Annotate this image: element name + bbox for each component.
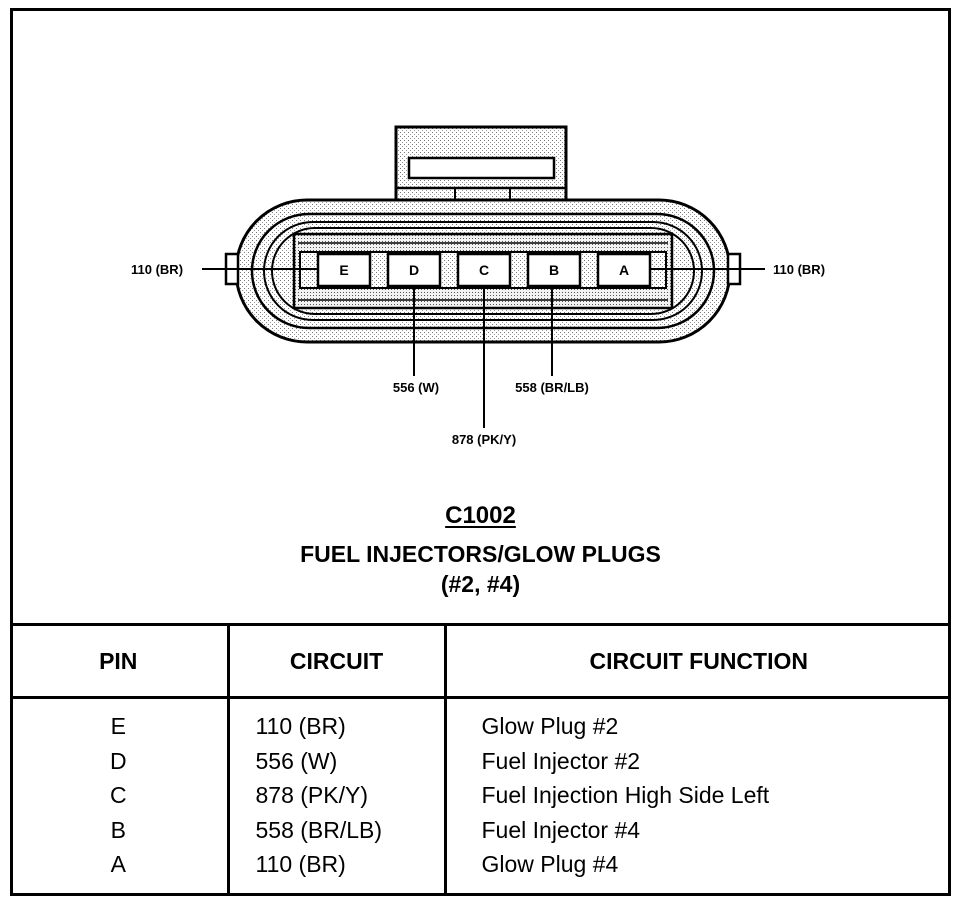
- pin-table-header: PIN CIRCUIT CIRCUIT FUNCTION: [10, 623, 951, 699]
- table-row-circuit: 556 (W): [255, 747, 338, 774]
- connector-id: C1002: [445, 502, 516, 529]
- table-row-function: Fuel Injector #4: [481, 816, 641, 843]
- wire-label-pin-b: 558 (BR/LB): [515, 380, 589, 395]
- pin-column: E D C B A: [10, 698, 228, 897]
- cavity-row: E D C B A: [299, 251, 667, 289]
- table-row-function: Glow Plug #4: [481, 851, 619, 877]
- pin-table-body: E D C B A 110 (BR) 556 (W) 878 (PK/Y) 55…: [10, 697, 951, 897]
- cavity-a: [596, 252, 652, 288]
- header-circuit-function: CIRCUIT FUNCTION: [443, 623, 951, 699]
- table-row-function: Glow Plug #2: [481, 713, 619, 739]
- cavity-d: [386, 252, 442, 288]
- table-row-circuit: 110 (BR): [255, 713, 346, 739]
- table-row-function: Fuel Injector #2: [481, 747, 641, 774]
- circuit-column: 110 (BR) 556 (W) 878 (PK/Y) 558 (BR/LB) …: [226, 697, 445, 896]
- function-column: Glow Plug #2 Fuel Injector #2 Fuel Injec…: [443, 697, 951, 896]
- cavity-label-e: E: [339, 262, 348, 278]
- cavity-b: [526, 252, 582, 288]
- table-row-circuit: 110 (BR): [255, 851, 346, 877]
- cavity-label-c: C: [479, 262, 489, 278]
- wire-label-right: 110 (BR): [773, 262, 825, 277]
- table-row-pin: A: [110, 851, 126, 877]
- wire-label-left: 110 (BR): [131, 262, 183, 277]
- cavity-label-b: B: [549, 262, 559, 278]
- connector-subtitle: (#2, #4): [440, 571, 521, 597]
- cavity-label-a: A: [619, 262, 629, 278]
- table-row-pin: C: [109, 782, 127, 808]
- cavity-label-d: D: [409, 262, 419, 278]
- header-pin: PIN: [10, 623, 228, 699]
- header-circuit: CIRCUIT: [226, 623, 445, 699]
- wire-leaders: [202, 268, 765, 428]
- connector-latch: [394, 125, 568, 214]
- cavity-c: [456, 252, 512, 288]
- connector-title: FUEL INJECTORS/GLOW PLUGS: [300, 541, 661, 567]
- table-row-circuit: 878 (PK/Y): [255, 782, 369, 808]
- table-row-pin: B: [110, 816, 126, 843]
- wire-label-pin-c: 878 (PK/Y): [452, 432, 516, 447]
- table-row-circuit: 558 (BR/LB): [255, 816, 383, 843]
- table-row-function: Fuel Injection High Side Left: [481, 782, 770, 808]
- pin-table: PIN CIRCUIT CIRCUIT FUNCTION E D C B A 1…: [10, 623, 951, 896]
- table-row-pin: E: [110, 713, 126, 739]
- wire-label-pin-d: 556 (W): [393, 380, 439, 395]
- table-row-pin: D: [109, 747, 127, 774]
- connector-diagram: E D C B A 110 (BR) 110 (BR) 556 (W) 558 …: [131, 125, 825, 447]
